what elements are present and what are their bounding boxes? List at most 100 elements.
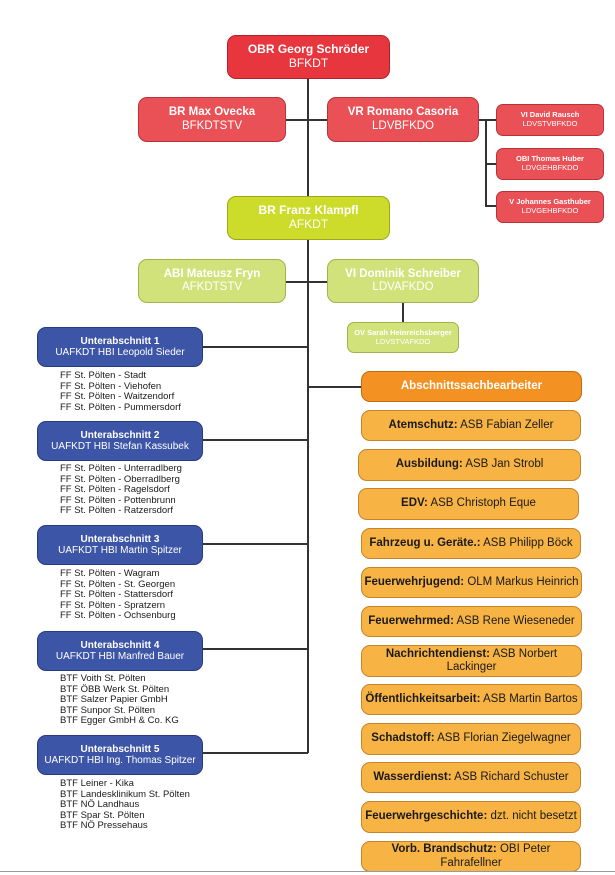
asb-header: Abschnittssachbearbeiter [361, 371, 582, 402]
connector-sub-4 [203, 648, 308, 650]
connector-admin-to-staff [479, 119, 497, 121]
connector-main-trunk [307, 79, 309, 753]
node-role: LDVGEHBFKDO [521, 206, 579, 215]
list-item: BTF ÖBB Werk St. Pölten [60, 683, 170, 695]
asb-area: Feuerwehrmed: [368, 614, 454, 627]
asb-area: Ausbildung: [395, 458, 463, 471]
list-item: FF St. Pölten - Stattersdorf [60, 589, 173, 601]
asb-item: Wasserdienst: ASB Richard Schuster [361, 762, 581, 793]
asb-area: Feuerwehrgeschichte: [365, 810, 488, 823]
node-name: VI David Rausch [520, 110, 580, 120]
bottom-divider [0, 871, 615, 872]
list-item: FF St. Pölten - Ratzersdorf [60, 505, 173, 517]
node-name: V Johannes Gasthuber [509, 197, 591, 207]
asb-item: Nachrichtendienst: ASB Norbert Lackinger [361, 645, 582, 677]
node-admin: VR Romano Casoria LDVBFKDO [327, 97, 479, 142]
node-deputy: BR Max Ovecka BFKDTSTV [138, 97, 286, 142]
list-item: FF St. Pölten - St. Georgen [60, 578, 176, 590]
asb-area: Atemschutz: [388, 418, 458, 431]
asb-person: ASB Christoph Eque [430, 497, 536, 510]
asb-person: ASB Florian Ziegelwagner [437, 732, 571, 745]
connector-staff-2 [485, 163, 497, 165]
list-item: FF St. Pölten - Wagram [60, 568, 160, 579]
asb-person: ASB Norbert Lackinger [446, 647, 558, 673]
connector-sub-1 [203, 346, 308, 348]
list-item: BTF NÖ Pressehaus [60, 820, 148, 832]
connector-sub-3 [203, 543, 308, 545]
list-item: FF St. Pölten - Unterradlberg [60, 463, 182, 474]
node-section-admin: VI Dominik Schreiber LDVAFKDO [327, 259, 479, 303]
subsection-leader: UAFKDT HBI Ing. Thomas Spitzer [44, 755, 196, 766]
asb-header-label: Abschnittssachbearbeiter [400, 379, 543, 392]
node-role: LDVGEHBFKDO [521, 163, 579, 172]
asb-item: Feuerwehrmed: ASB Rene Wieseneder [361, 606, 582, 637]
node-role: LDVBFKDO [372, 119, 434, 132]
asb-item: Öffentlichkeitsarbeit: ASB Martin Bartos [361, 684, 582, 715]
list-item: FF St. Pölten - Ragelsdorf [60, 484, 170, 496]
asb-item: Vorb. Brandschutz: OBI Peter Fahrafellne… [361, 841, 581, 872]
list-item: BTF Egger GmbH & Co. KG [60, 715, 179, 727]
node-section-commander: BR Franz Klampfl AFKDT [227, 196, 390, 240]
asb-area: Vorb. Brandschutz: [391, 843, 497, 856]
list-item: FF St. Pölten - Waitzendorf [60, 391, 175, 403]
asb-person: ASB Fabian Zeller [460, 418, 554, 431]
list-item: BTF NÖ Landhaus [60, 799, 140, 811]
node-subsection-2: Unterabschnitt 2 UAFKDT HBI Stefan Kassu… [37, 421, 203, 461]
list-item: FF St. Pölten - Pummersdorf [60, 401, 181, 413]
node-role: BFKDTSTV [181, 119, 243, 132]
asb-item: Schadstoff: ASB Florian Ziegelwagner [361, 723, 581, 755]
node-admin-staff-1: VI David Rausch LDVSTVBFKDO [496, 104, 604, 136]
subsection-leader: UAFKDT HBI Martin Spitzer [58, 545, 182, 556]
subsection-title: Unterabschnitt 4 [80, 639, 160, 651]
list-item: BTF Landesklinikum St. Pölten [60, 788, 190, 800]
list-item: FF St. Pölten - Stadt [60, 370, 147, 381]
list-item: BTF Salzer Papier GmbH [60, 694, 168, 706]
subsection-title: Unterabschnitt 3 [80, 533, 160, 545]
asb-person: OBI Peter Fahrafellner [440, 843, 551, 869]
node-admin-staff-2: OBI Thomas Huber LDVGEHBFKDO [496, 148, 604, 180]
asb-area: Schadstoff: [371, 732, 435, 745]
list-item: BTF Leiner - Kika [60, 778, 134, 789]
node-subsection-3: Unterabschnitt 3 UAFKDT HBI Martin Spitz… [37, 525, 203, 565]
subsection-leader: UAFKDT HBI Manfred Bauer [55, 651, 185, 662]
node-subsection-4: Unterabschnitt 4 UAFKDT HBI Manfred Baue… [37, 631, 203, 671]
subsection-leader: UAFKDT HBI Leopold Sieder [55, 347, 185, 358]
list-item: BTF Voith St. Pölten [60, 673, 146, 684]
node-role: BFKDT [288, 56, 329, 70]
asb-person: ASB Philipp Böck [483, 536, 573, 549]
asb-person: OLM Markus Heinrich [467, 575, 579, 588]
asb-item: Atemschutz: ASB Fabian Zeller [361, 410, 581, 441]
list-item: FF St. Pölten - Pottenbrunn [60, 494, 176, 506]
node-section-admin-staff: OV Sarah Heinreichsberger LDVSTVAFKDO [347, 322, 459, 353]
node-role: LDVSTVAFKDO [375, 336, 431, 346]
node-role: LDVSTVBFKDO [522, 119, 578, 128]
node-admin-staff-3: V Johannes Gasthuber LDVGEHBFKDO [496, 191, 604, 223]
list-item: FF St. Pölten - Viehofen [60, 380, 162, 392]
list-item: BTF Spar St. Pölten [60, 809, 145, 821]
subsection-title: Unterabschnitt 2 [80, 429, 160, 441]
connector-admin-staff-trunk [485, 119, 487, 205]
node-role: AFKDTSTV [181, 281, 243, 293]
subsection-title: Unterabschnitt 5 [80, 743, 160, 755]
subsection-3-units: FF St. Pölten - Wagram FF St. Pölten - S… [60, 568, 176, 622]
node-role: LDVAFKDO [372, 281, 434, 293]
node-subsection-5: Unterabschnitt 5 UAFKDT HBI Ing. Thomas … [37, 735, 203, 775]
asb-area: Nachrichtendienst: [385, 647, 491, 660]
subsection-2-units: FF St. Pölten - Unterradlberg FF St. Pöl… [60, 463, 182, 517]
list-item: FF St. Pölten - Ochsenburg [60, 610, 176, 622]
node-subsection-1: Unterabschnitt 1 UAFKDT HBI Leopold Sied… [37, 327, 203, 367]
asb-person: ASB Rene Wieseneder [456, 614, 575, 627]
connector-sub-2 [203, 439, 308, 441]
node-name: OBR Georg Schröder [247, 42, 370, 57]
subsection-1-units: FF St. Pölten - Stadt FF St. Pölten - Vi… [60, 370, 181, 413]
connector-asb [307, 386, 362, 388]
asb-area: Öffentlichkeitsarbeit: [365, 692, 481, 705]
node-name: ABI Mateusz Fryn [163, 267, 261, 280]
asb-person: ASB Richard Schuster [454, 770, 569, 783]
asb-person: dzt. nicht besetzt [490, 810, 577, 823]
asb-item: Ausbildung: ASB Jan Strobl [358, 449, 581, 481]
node-name: VR Romano Casoria [347, 106, 459, 119]
asb-item: Fahrzeug u. Geräte.: ASB Philipp Böck [361, 528, 581, 559]
connector-top-deputies [255, 119, 330, 121]
asb-area: EDV: [401, 497, 428, 510]
